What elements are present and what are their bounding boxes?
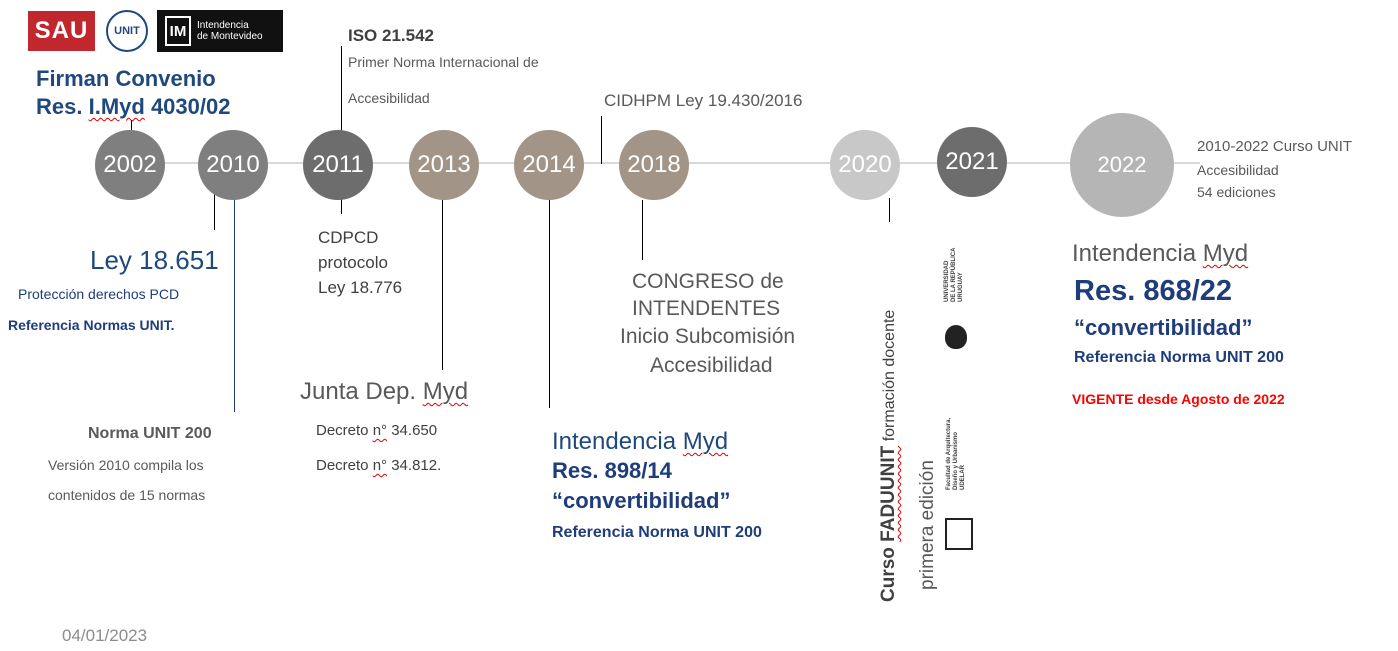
res898-title: Intendencia Myd: [552, 428, 729, 455]
year-circle-2018: 2018: [619, 130, 689, 200]
udelar-logo-text: UNIVERSIDAD DE LA REPÚBLICA URUGUAY: [944, 247, 964, 302]
congreso-line3: Inicio Subcomisión: [620, 325, 796, 348]
cidhpm-label: CIDHPM Ley 19.430/2016: [604, 91, 803, 110]
faduunit-course: Curso FADUUNIT formación docente: [878, 309, 899, 602]
year-circle-2014: 2014: [514, 130, 584, 200]
res898-quote: “convertibilidad”: [552, 488, 731, 513]
convenio-resolution: Res. I.Myd 4030/02: [36, 94, 231, 119]
congreso-line2: INTENDENTES: [632, 297, 781, 320]
year-circle-2002: 2002: [95, 130, 165, 200]
footer-date: 04/01/2023: [62, 626, 148, 645]
connector-iso: [341, 46, 342, 132]
res868-title: Intendencia Myd: [1072, 240, 1249, 267]
connector-cidhpm: [601, 116, 602, 164]
ley18651-title: Ley 18.651: [90, 245, 219, 275]
connector-2011: [341, 194, 342, 214]
cdpcd-line2: protocolo: [318, 253, 388, 272]
connector-2014: [549, 198, 550, 408]
cdpcd-line3: Ley 18.776: [318, 278, 403, 297]
connector-2010-a: [214, 194, 215, 230]
congreso-line1: CONGRESO de: [632, 270, 784, 293]
junta-decreto1: Decreto n° 34.650: [316, 422, 438, 439]
iso-title: ISO 21.542: [348, 26, 435, 45]
fadu-square-icon: [945, 518, 973, 550]
norma-unit-title: Norma UNIT 200: [88, 425, 212, 442]
connector-2010-b: [234, 196, 235, 412]
res868-res: Res. 868/22: [1074, 275, 1233, 307]
junta-decreto2: Decreto n° 34.812.: [316, 457, 442, 474]
year-circle-2021: 2021: [937, 127, 1007, 197]
connector-2002: [131, 120, 132, 132]
norma-unit-line2: contenidos de 15 normas: [48, 487, 206, 503]
res868-ref: Referencia Norma UNIT 200: [1074, 349, 1284, 366]
iso-line2: Accesibilidad: [348, 90, 430, 106]
udelar-seal-icon: [945, 325, 967, 349]
convenio-title: Firman Convenio: [36, 66, 216, 91]
connector-2018: [642, 200, 643, 260]
sau-logo: SAU: [28, 11, 95, 51]
norma-unit-line1: Versión 2010 compila los: [48, 457, 204, 473]
unit-logo: UNIT: [106, 10, 148, 52]
year-circle-2013: 2013: [409, 130, 479, 200]
intendencia-logo-text: Intendencia de Montevideo: [197, 20, 263, 42]
faduunit-edition: primera edición: [917, 460, 938, 590]
year-circle-2010: 2010: [198, 130, 268, 200]
res868-quote: “convertibilidad”: [1074, 315, 1253, 340]
year-circle-2020: 2020: [830, 130, 900, 200]
congreso-line4: Accesibilidad: [650, 354, 773, 377]
res898-ref: Referencia Norma UNIT 200: [552, 524, 762, 541]
iso-line1: Primer Norma Internacional de: [348, 54, 539, 70]
year-circle-2022: 2022: [1070, 113, 1174, 217]
fadu-logo-text: Facultad de Arquitectura, Diseño y Urban…: [946, 417, 966, 490]
intendencia-mark-icon: IM: [165, 16, 191, 46]
cdpcd-line1: CDPCD: [318, 228, 379, 247]
res898-res: Res. 898/14: [552, 458, 672, 483]
curso-unit-line3: 54 ediciones: [1197, 184, 1276, 200]
connector-2013: [442, 194, 443, 370]
curso-unit-line2: Accesibilidad: [1197, 162, 1279, 178]
year-circle-2011: 2011: [303, 130, 373, 200]
curso-unit-line1: 2010-2022 Curso UNIT: [1197, 138, 1353, 155]
connector-2020: [889, 198, 890, 222]
ley18651-line2: Referencia Normas UNIT.: [8, 317, 175, 333]
junta-title: Junta Dep. Myd: [300, 378, 469, 405]
ley18651-line1: Protección derechos PCD: [18, 286, 180, 302]
intendencia-logo: IM Intendencia de Montevideo: [157, 10, 283, 52]
res868-vigente: VIGENTE desde Agosto de 2022: [1072, 391, 1285, 407]
